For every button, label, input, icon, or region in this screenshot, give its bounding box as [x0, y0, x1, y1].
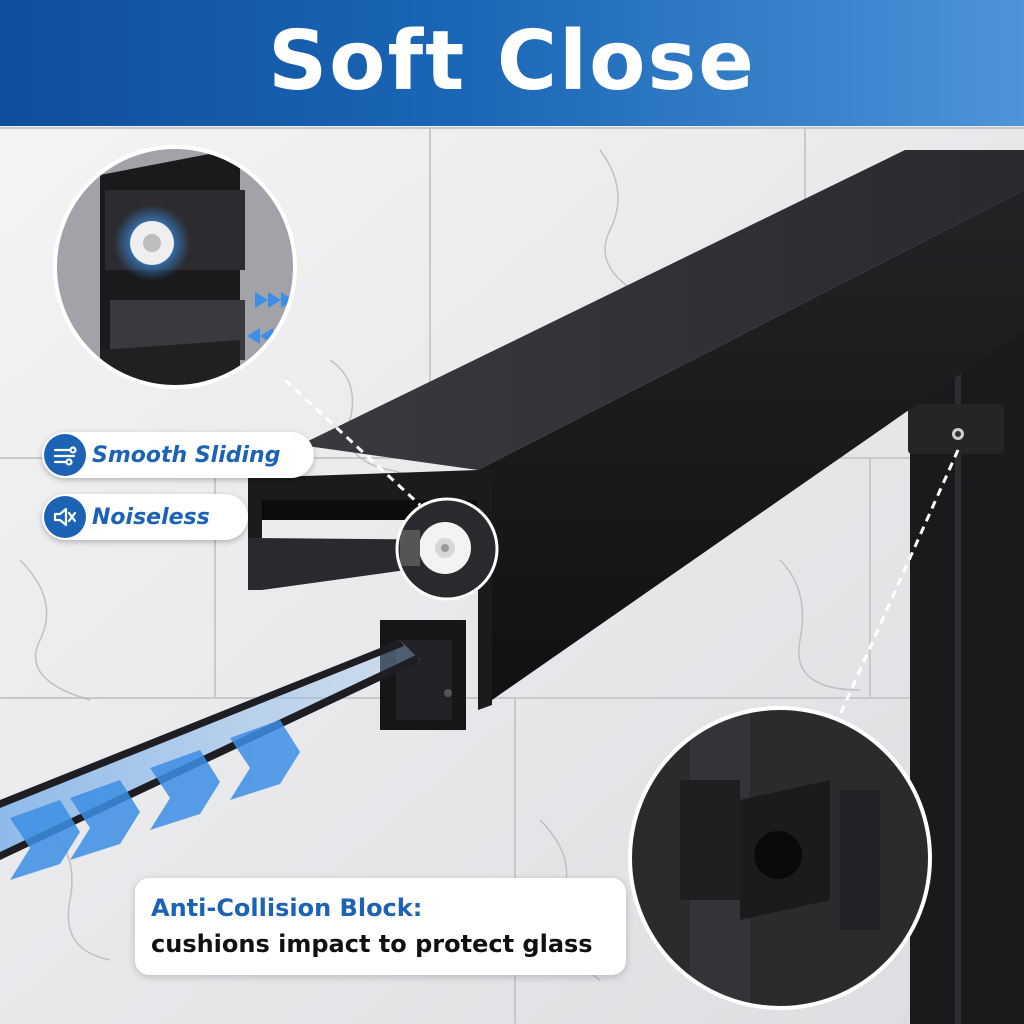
- speaker-mute-icon: [44, 496, 86, 538]
- callout-body: cushions impact to protect glass: [151, 930, 593, 958]
- feature-badge-noiseless: Noiseless: [42, 494, 248, 540]
- feature-badge-smooth-sliding: Smooth Sliding: [42, 432, 314, 478]
- slide-flow-icon: [44, 434, 86, 476]
- callout-heading: Anti-Collision Block:: [151, 894, 423, 922]
- feature-label: Smooth Sliding: [92, 442, 281, 468]
- anti-collision-callout: Anti-Collision Block: cushions impact to…: [135, 878, 626, 975]
- title-banner: Soft Close: [0, 0, 1024, 126]
- page-title: Soft Close: [268, 14, 756, 109]
- feature-label: Noiseless: [92, 504, 210, 530]
